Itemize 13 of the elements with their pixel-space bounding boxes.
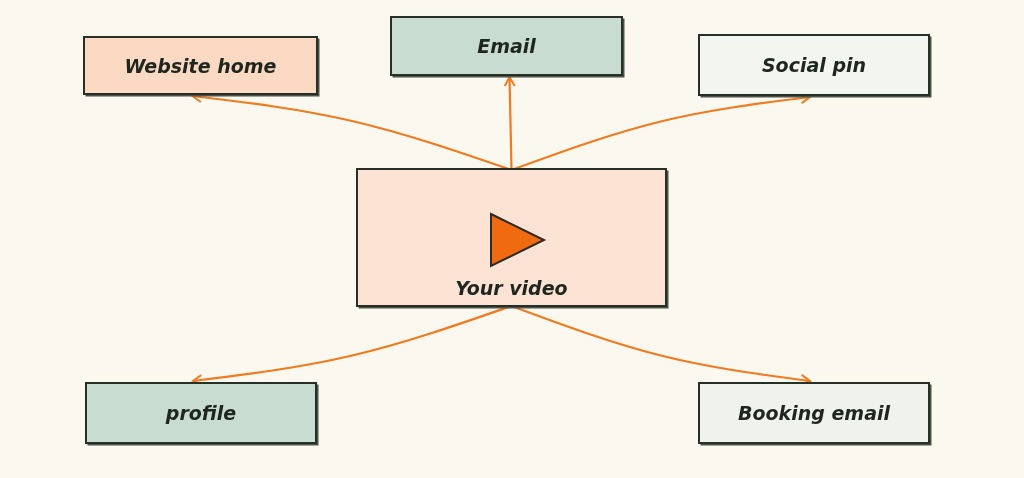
destination-box: [83, 36, 318, 95]
box-label: profile: [165, 402, 237, 424]
destination-box: [698, 34, 930, 96]
video-box: [356, 168, 667, 307]
destination-box: [85, 382, 317, 444]
box-label: Website home: [124, 54, 277, 77]
arrow: [503, 76, 516, 171]
box-label: Social pin: [761, 54, 867, 76]
box-label: Your video: [455, 277, 568, 299]
box-label: Email: [477, 35, 536, 57]
destination-box: [698, 382, 930, 444]
destination-box: [390, 16, 623, 76]
box-label: Booking email: [738, 402, 890, 424]
